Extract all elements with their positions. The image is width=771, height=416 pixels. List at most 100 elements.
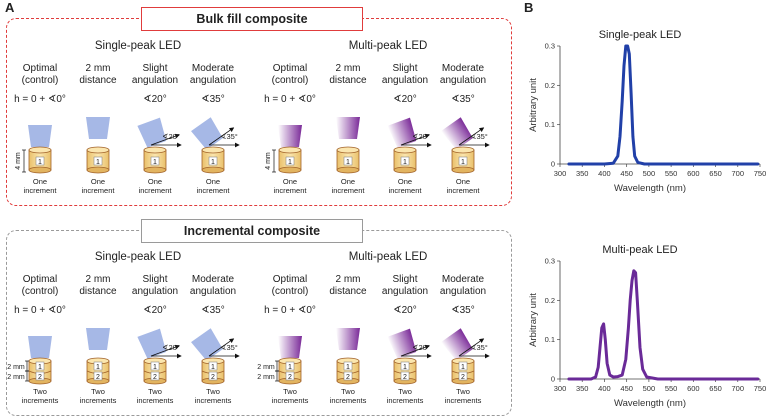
light-guide-2mm (336, 328, 360, 350)
light-guide-shape (441, 328, 473, 361)
increment-number-box (285, 371, 295, 381)
incremental-column-sublabel: h = 0 + ∢0° (264, 305, 316, 316)
increment-number-box (208, 361, 218, 371)
increment-number: 1 (211, 364, 215, 371)
angle-reference-arrow (458, 338, 485, 357)
incremental-increment-label: Two (341, 387, 355, 396)
x-tick-label: 600 (687, 169, 700, 178)
increment-number-box (35, 371, 45, 381)
light-guide-shape (191, 328, 223, 361)
incremental-increment-label: increments (272, 396, 309, 405)
increment-number-box (150, 156, 160, 166)
bulk-multi-label: Multi-peak LED (348, 40, 428, 52)
layer-dimension-label: 2 mm (257, 364, 275, 371)
y-tick-label: 0.2 (545, 81, 555, 90)
x-tick-label: 500 (643, 384, 656, 393)
light-guide-shape (137, 117, 167, 148)
bulk-increment-label: increment (24, 186, 58, 195)
increment-number: 1 (38, 364, 42, 371)
increment-number: 2 (211, 374, 215, 381)
bulk-increment-label: One (206, 177, 220, 186)
incremental-column-label: Optimal(control) (271, 274, 309, 297)
angle-reference-arrow (208, 338, 235, 357)
bulk-increment-label: increment (197, 186, 231, 195)
bulk-column-sublabel: ∢35° (451, 94, 475, 105)
increment-number: 1 (288, 159, 292, 166)
angle-reference-arrow (150, 344, 180, 357)
light-guide-optimal (28, 125, 52, 147)
cylinder-top (451, 146, 475, 154)
y-tick-label: 0.3 (545, 42, 555, 51)
light-guide-optimal (28, 336, 52, 358)
x-tick-label: 750 (754, 169, 767, 178)
increment-number: 1 (461, 364, 465, 371)
increment-number: 2 (96, 374, 100, 381)
increment-number: 1 (211, 159, 215, 166)
x-axis-label: Wavelength (nm) (614, 183, 686, 194)
increment-number: 1 (153, 364, 157, 371)
increment-number-box (458, 361, 468, 371)
incremental-increment-label: increments (22, 396, 59, 405)
x-tick-label: 300 (554, 169, 567, 178)
cylinder-base (278, 166, 302, 174)
x-tick-label: 700 (732, 169, 745, 178)
x-tick-label: 650 (709, 169, 722, 178)
increment-number: 1 (403, 159, 407, 166)
incremental-title: Incremental composite (141, 219, 363, 243)
x-tick-label: 500 (643, 169, 656, 178)
angle-mark: ∢35° (220, 343, 238, 352)
incremental-column-sublabel: ∢20° (143, 305, 167, 316)
panel-b-letter: B (524, 0, 534, 15)
cylinder-top (336, 146, 360, 154)
increment-number-box (343, 361, 353, 371)
cylinder-top (86, 146, 110, 154)
y-axis-label: Arbitrary unit (528, 78, 539, 132)
layer-dimension-label: 2 mm (257, 374, 275, 381)
incremental-increment-label: increments (387, 396, 424, 405)
bulk-increment-label: One (341, 177, 355, 186)
bulk-column-sublabel: h = 0 + ∢0° (264, 94, 316, 105)
cylinder-base (201, 166, 225, 174)
x-tick-label: 350 (576, 169, 589, 178)
cylinder-top (28, 146, 52, 154)
increment-number-box (208, 371, 218, 381)
increment-number: 2 (461, 374, 465, 381)
increment-number: 1 (346, 364, 350, 371)
x-tick-label: 600 (687, 384, 700, 393)
light-guide-angled (137, 328, 167, 359)
incremental-increment-label: increments (137, 396, 174, 405)
increment-number-box (458, 371, 468, 381)
y-tick-label: 0.2 (545, 296, 555, 305)
light-guide-shape (387, 117, 417, 148)
incremental-increment-label: Two (456, 387, 470, 396)
cylinder-base (143, 166, 167, 174)
angle-mark: ∢35° (220, 132, 238, 141)
increment-number: 1 (461, 159, 465, 166)
layer-dimension-label: 2 mm (7, 374, 25, 381)
x-tick-label: 450 (620, 384, 633, 393)
x-tick-label: 550 (665, 384, 678, 393)
increment-number: 2 (403, 374, 407, 381)
incremental-column-sublabel: ∢35° (451, 305, 475, 316)
spectrum-line (567, 269, 760, 381)
cylinder-base (336, 166, 360, 174)
increment-number-box (285, 156, 295, 166)
angle-reference-arrow (208, 127, 235, 146)
incremental-increment-label: increments (330, 396, 367, 405)
light-guide-shape (191, 117, 223, 150)
angle-reference-arrow (458, 127, 485, 146)
height-dimension-label: 4 mm (15, 152, 22, 170)
incremental-increment-label: increments (80, 396, 117, 405)
angle-mark: ∢20° (412, 132, 430, 141)
increment-number-box (35, 361, 45, 371)
bulk-increment-label: One (456, 177, 470, 186)
cylinder-base (86, 166, 110, 174)
